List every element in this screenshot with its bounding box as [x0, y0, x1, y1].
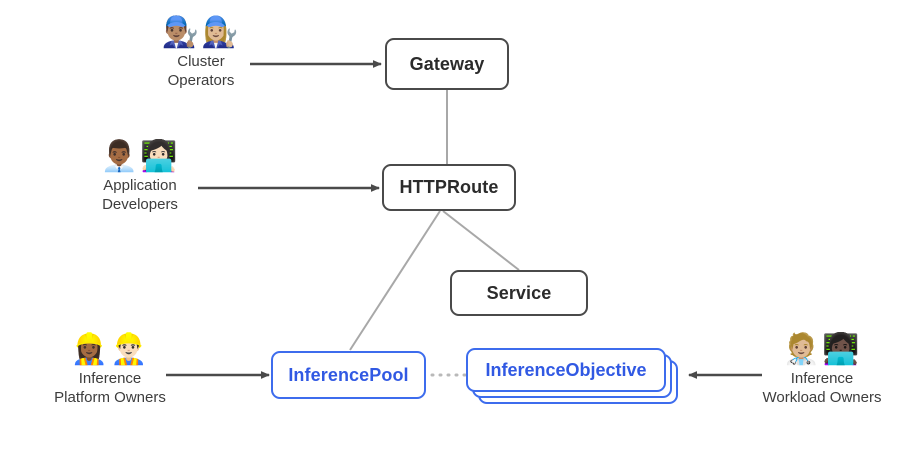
application-developers-caption: Application Developers [75, 176, 205, 214]
edge-httproute-service [442, 210, 520, 271]
node-service[interactable]: Service [450, 270, 588, 316]
cluster-operators-emoji-pair: 👨🏽‍🔧👩🏼‍🔧 [161, 15, 241, 50]
actor-inference-platform-owners[interactable]: 👷🏾‍♀️👷🏻‍♂️ Inference Platform Owners [28, 333, 192, 407]
node-inferencepool-label: InferencePool [288, 364, 409, 385]
cluster-operators-caption-line1: Cluster [177, 53, 225, 70]
actor-inference-workload-owners[interactable]: 🧑🏼‍⚕️👩🏿‍💻 Inference Workload Owners [738, 333, 902, 407]
actor-cluster-operators[interactable]: 👨🏽‍🔧👩🏼‍🔧 Cluster Operators [140, 16, 262, 90]
cluster-operators-caption-line2: Operators [167, 72, 235, 89]
inference-workload-owners-caption: Inference Workload Owners [738, 369, 902, 407]
inference-platform-owners-caption: Inference Platform Owners [28, 369, 192, 407]
inference-platform-owners-caption-line2: Platform Owners [54, 389, 166, 406]
node-inferenceobjective-stack[interactable]: InferenceObjective [466, 348, 686, 408]
node-httproute-label: HTTPRoute [399, 177, 499, 197]
application-developers-caption-line1: Application [103, 177, 177, 194]
node-inferenceobjective-label: InferenceObjective [485, 359, 647, 380]
node-inferencepool[interactable]: InferencePool [271, 351, 426, 399]
node-gateway-label: Gateway [409, 53, 485, 74]
node-gateway[interactable]: Gateway [385, 38, 509, 90]
application-developers-caption-line2: Developers [102, 196, 178, 213]
cluster-operators-caption: Cluster Operators [140, 52, 262, 90]
node-inferenceobjective-label-wrap: InferenceObjective [466, 348, 666, 392]
actor-application-developers[interactable]: 👨🏾‍💼👩🏻‍💻 Application Developers [75, 140, 205, 214]
inference-workload-owners-emoji-pair: 🧑🏼‍⚕️👩🏿‍💻 [782, 332, 862, 367]
inferenceobjective-card-front [466, 348, 666, 392]
edge-httproute-inferencepool [349, 210, 441, 351]
inference-workload-owners-caption-line1: Inference [790, 370, 854, 387]
inference-workload-owners-caption-line2: Workload Owners [762, 389, 882, 406]
inference-platform-owners-caption-line1: Inference [78, 370, 142, 387]
application-developers-emoji-pair: 👨🏾‍💼👩🏻‍💻 [100, 139, 180, 174]
inference-platform-owners-emoji-pair: 👷🏾‍♀️👷🏻‍♂️ [70, 332, 150, 367]
node-httproute[interactable]: HTTPRoute [382, 164, 516, 211]
node-service-label: Service [486, 282, 552, 303]
